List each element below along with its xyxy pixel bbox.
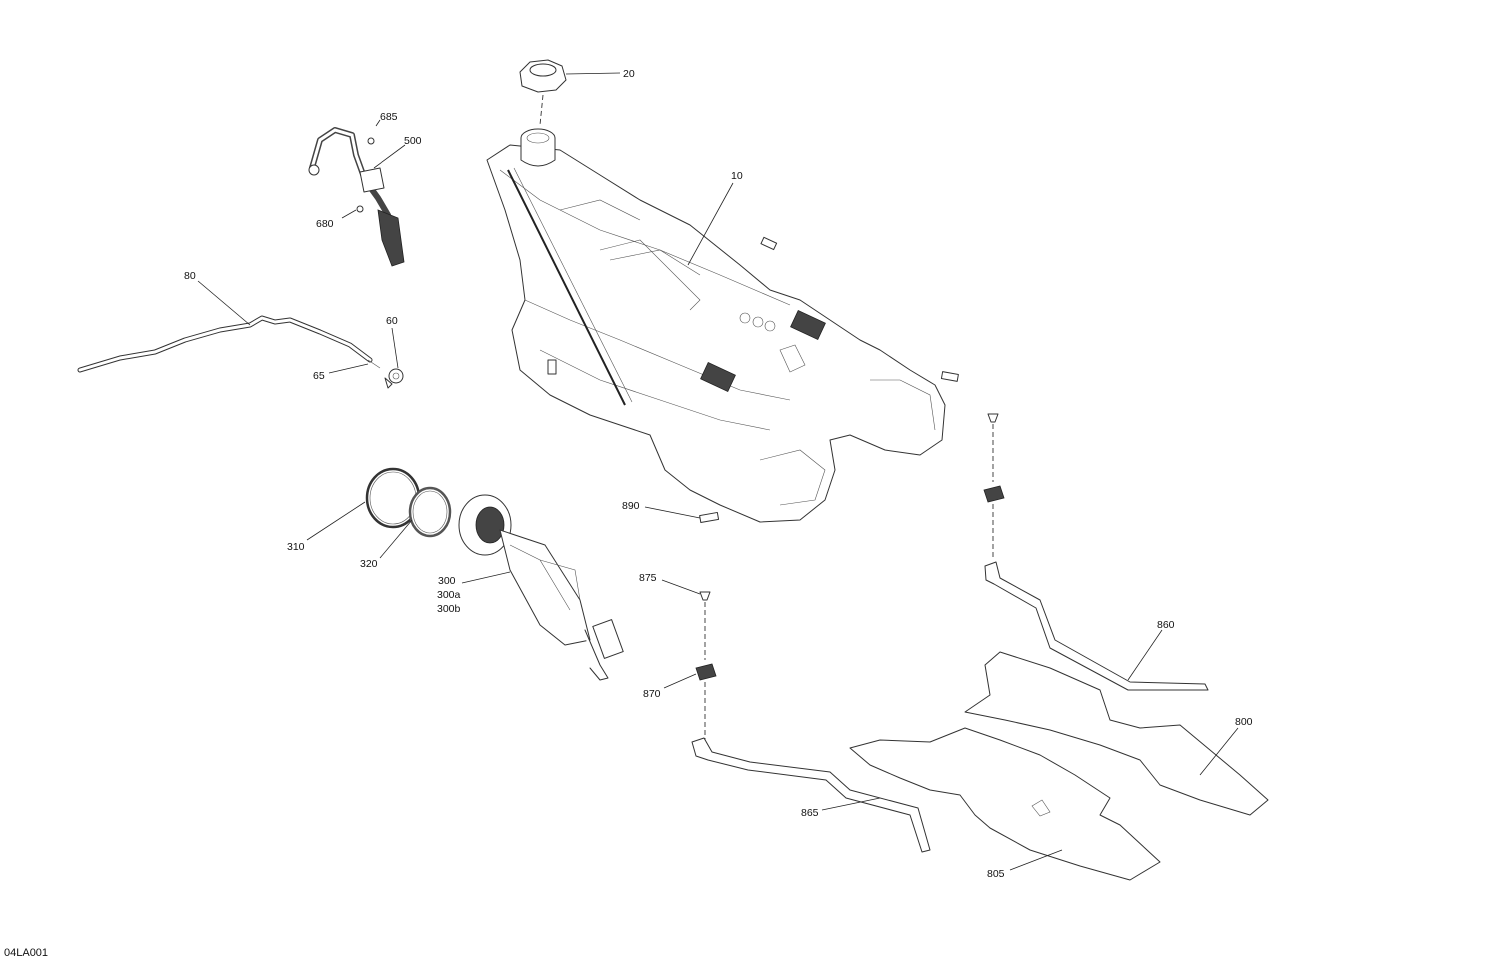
callout-865: 865	[801, 807, 819, 819]
vent-tube	[77, 315, 373, 373]
bracket-860	[984, 561, 1209, 691]
callout-680: 680	[316, 218, 334, 230]
heat-shield-800	[964, 651, 1269, 816]
check-valve	[367, 359, 404, 389]
fastener-875	[699, 591, 711, 660]
leader-lines	[197, 72, 1239, 871]
callout-875: 875	[639, 572, 657, 584]
heat-shield-805	[849, 727, 1161, 881]
fuel-tank	[486, 144, 946, 523]
callout-500: 500	[404, 135, 422, 147]
fuel-cap	[519, 59, 567, 126]
callout-890: 890	[622, 500, 640, 512]
callout-60: 60	[386, 315, 398, 327]
rubber-pads	[699, 236, 959, 524]
diagram-reference-code: 04LA001	[4, 947, 49, 959]
callout-310: 310	[287, 541, 305, 553]
clip-870	[695, 663, 717, 740]
callout-300a: 300a	[437, 589, 461, 601]
bracket-865	[691, 737, 931, 853]
callout-685: 685	[380, 111, 398, 123]
callout-860: 860	[1157, 619, 1175, 631]
filler-neck	[520, 128, 556, 167]
callout-labels: 20 685 500 10 680 80 60 65 890 310 320 3…	[184, 68, 1253, 880]
callout-80: 80	[184, 270, 196, 282]
callout-300: 300	[438, 575, 456, 587]
callout-870: 870	[643, 688, 661, 700]
callout-20: 20	[623, 68, 635, 80]
callout-805: 805	[987, 868, 1005, 880]
callout-300b: 300b	[437, 603, 461, 615]
callout-320: 320	[360, 558, 378, 570]
callout-10: 10	[731, 170, 743, 182]
fastener-right	[983, 413, 1005, 560]
seal-ring	[408, 486, 452, 538]
vent-hose	[308, 127, 405, 267]
fuel-pump	[458, 494, 624, 681]
callout-800: 800	[1235, 716, 1253, 728]
callout-65: 65	[313, 370, 325, 382]
